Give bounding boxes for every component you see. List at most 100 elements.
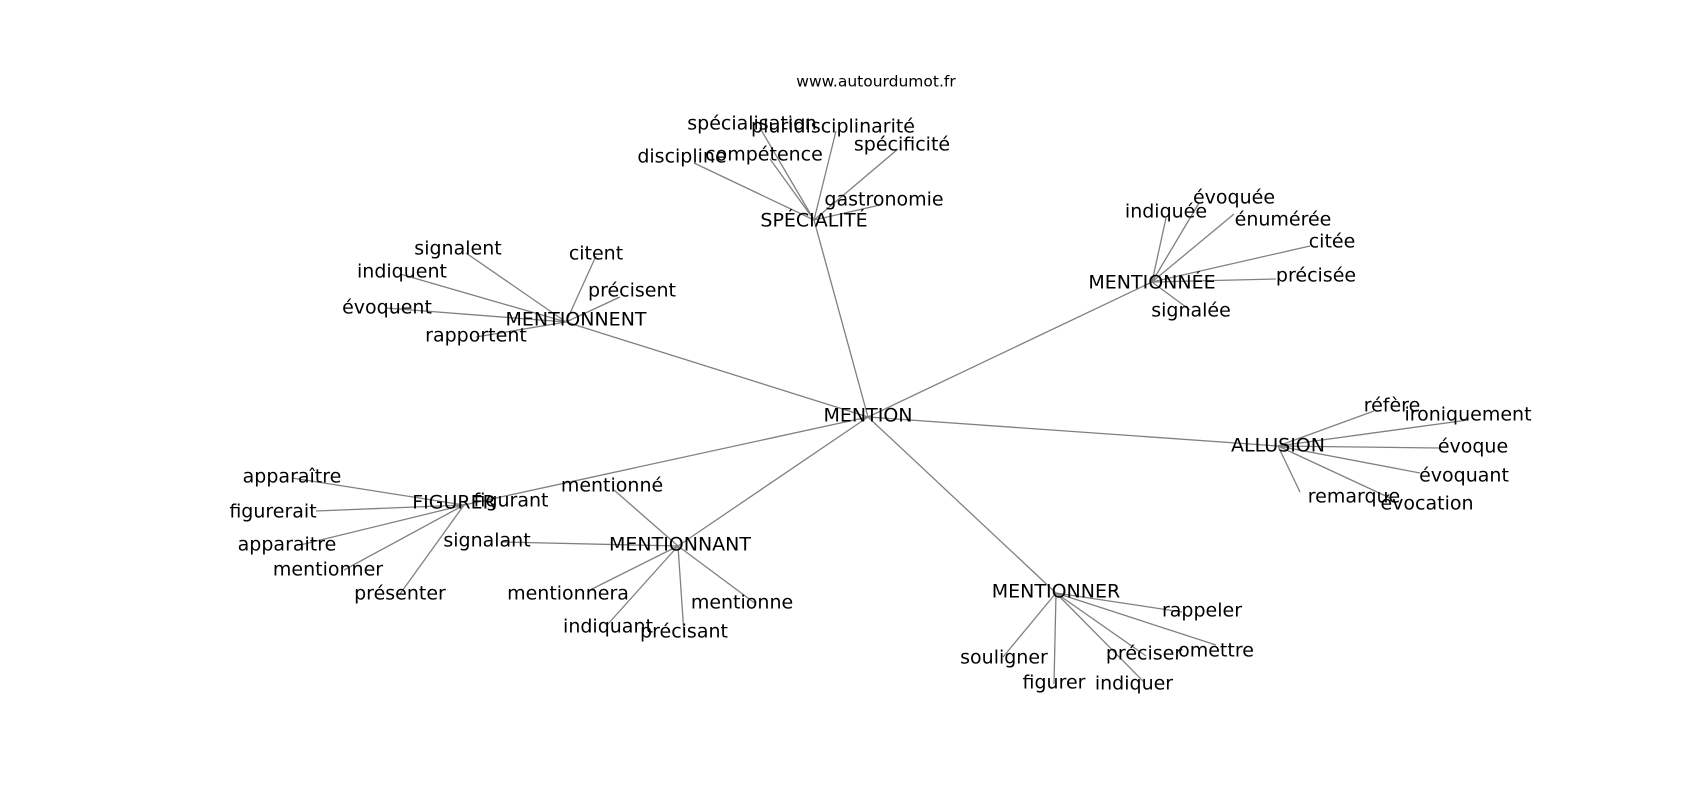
leaf-node-signalant: signalant xyxy=(443,530,530,552)
leaf-node-preciser: préciser xyxy=(1106,643,1182,665)
edge-mentionner-to-omettre xyxy=(1055,592,1217,646)
edge-allusion-to-ironiquement xyxy=(1277,419,1469,447)
edge-allusion-to-refere xyxy=(1277,410,1375,447)
hub-node-allusion: ALLUSION xyxy=(1231,435,1325,457)
leaf-node-specificite: spécificité xyxy=(854,134,950,156)
leaf-node-omettre: omettre xyxy=(1178,640,1254,662)
edge-figurer-to-mentionner xyxy=(343,504,465,571)
edge-mentionnent-to-precisent xyxy=(565,296,621,323)
leaf-node-rapportent: rapportent xyxy=(425,325,527,347)
leaf-node-enumeree: énumérée xyxy=(1235,209,1332,231)
leaf-node-rappeler: rappeler xyxy=(1162,600,1242,622)
leaf-node-evoquant: évoquant xyxy=(1419,465,1509,487)
edge-specialite-to-specificite xyxy=(813,148,899,221)
edge-mentionner-to-preciser xyxy=(1055,592,1147,657)
leaf-node-ironiquement: ironiquement xyxy=(1404,404,1531,426)
hub-node-mentionnent: MENTIONNENT xyxy=(505,309,646,331)
edge-allusion-to-evocation xyxy=(1277,445,1391,499)
edge-mentionnee-to-precisee xyxy=(1151,278,1277,283)
leaf-node-figurerait: figurerait xyxy=(229,501,316,523)
edge-specialite-to-specialisation xyxy=(759,127,815,221)
leaf-node-precisee: précisée xyxy=(1276,265,1356,287)
edge-figurer-to-figurant xyxy=(463,502,467,506)
leaf-node-signalee: signalée xyxy=(1151,300,1231,322)
edge-specialite-to-competence xyxy=(769,158,815,221)
leaf-node-apparaitre: apparaître xyxy=(243,466,342,488)
leaf-node-citent: citent xyxy=(569,243,623,265)
hub-node-mentionnee: MENTIONNÉE xyxy=(1088,271,1215,294)
edge-mentionnent-to-citent xyxy=(565,255,597,323)
leaf-node-indiquant: indiquant xyxy=(563,616,653,638)
edge-center-to-figurer xyxy=(463,416,869,506)
edge-mentionnant-to-indiquant xyxy=(607,545,679,625)
graph-nodes: MENTION SPÉCIALITÉ spécialisationpluridisc… xyxy=(229,113,1531,695)
edge-allusion-to-remarque xyxy=(1277,445,1301,493)
leaf-node-evoquent: évoquent xyxy=(342,297,432,319)
edge-center-to-mentionnent xyxy=(565,321,869,418)
edge-mentionnee-to-signalee xyxy=(1151,281,1191,311)
edge-mentionner-to-indiquer xyxy=(1055,592,1145,683)
edge-mentionner-to-figurer xyxy=(1053,592,1057,685)
leaf-node-competence: compétence xyxy=(705,144,823,166)
edge-specialite-to-discipline xyxy=(693,162,815,221)
edge-center-to-mentionnant xyxy=(677,416,869,547)
hub-node-specialite: SPÉCIALITÉ xyxy=(760,209,867,232)
edge-mentionnant-to-signalant xyxy=(501,541,679,547)
leaf-node-evoque: évoque xyxy=(1438,436,1508,458)
leaf-node-mentionne: mentionne xyxy=(691,592,793,614)
edge-mentionnant-to-mentionne xyxy=(677,545,757,605)
hub-node-figurer: FIGURER xyxy=(412,492,496,514)
leaf-node-citee: citée xyxy=(1309,231,1356,253)
leaf-node-evoquee: évoquée xyxy=(1193,187,1275,209)
edge-figurer-to-figurerait xyxy=(315,504,465,512)
edge-specialite-to-gastronomie xyxy=(813,204,881,221)
edge-mentionnee-to-enumeree xyxy=(1151,213,1235,283)
leaf-node-mentionne: mentionné xyxy=(561,475,663,497)
leaf-node-specialisation: spécialisation xyxy=(687,113,817,135)
leaf-node-evocation: évocation xyxy=(1380,493,1473,515)
graph-edges xyxy=(291,127,1469,685)
edge-mentionnee-to-indiquee xyxy=(1151,217,1167,283)
edge-mentionnent-to-evoquent xyxy=(385,307,567,323)
edge-center-to-mentionnee xyxy=(867,281,1153,418)
leaf-node-indiquent: indiquent xyxy=(357,261,447,283)
leaf-node-souligner: souligner xyxy=(960,647,1048,669)
leaf-node-mentionnera: mentionnera xyxy=(507,583,629,605)
edge-allusion-to-evoquant xyxy=(1277,445,1421,474)
leaf-node-figurant: figurant xyxy=(473,490,548,512)
edge-mentionnee-to-evoquee xyxy=(1151,202,1200,283)
edge-allusion-to-evoque xyxy=(1277,445,1441,449)
leaf-node-signalent: signalent xyxy=(414,238,501,260)
edge-mentionnent-to-signalent xyxy=(465,252,567,323)
leaf-node-discipline: discipline xyxy=(637,146,726,168)
leaf-node-pluridisciplinarite: pluridisciplinarité xyxy=(751,116,915,138)
leaf-node-refere: réfère xyxy=(1364,395,1421,417)
center-node-label: MENTION xyxy=(824,405,913,427)
edge-figurer-to-presenter xyxy=(399,504,465,595)
edge-mentionnant-to-mentionne xyxy=(613,489,679,547)
edge-figurer-to-apparaitre xyxy=(299,504,465,546)
leaf-node-indiquer: indiquer xyxy=(1095,673,1173,695)
leaf-node-figurer: figurer xyxy=(1023,672,1086,694)
edge-mentionnent-to-indiquent xyxy=(399,273,567,323)
leaf-node-mentionner: mentionner xyxy=(273,559,383,581)
leaf-node-presenter: présenter xyxy=(354,583,446,605)
leaf-node-precisent: précisent xyxy=(588,280,676,302)
leaf-node-remarque: remarque xyxy=(1308,486,1401,508)
edge-mentionnent-to-rapportent xyxy=(475,321,567,338)
edge-mentionner-to-souligner xyxy=(1002,592,1057,658)
leaf-node-apparaitre: apparaitre xyxy=(238,534,337,556)
leaf-node-indiquee: indiquée xyxy=(1125,201,1207,223)
leaf-node-precisant: précisant xyxy=(640,621,728,643)
edge-mentionner-to-rappeler xyxy=(1055,592,1183,613)
hub-node-mentionner: MENTIONNER xyxy=(992,581,1120,603)
edge-mentionnant-to-precisant xyxy=(677,545,685,635)
edge-center-to-allusion xyxy=(867,416,1279,447)
edge-figurer-to-apparaitre xyxy=(291,477,465,506)
source-credit: www.autourdumot.fr xyxy=(796,73,956,91)
edge-specialite-to-pluridisciplinarite xyxy=(813,130,837,221)
edge-mentionnant-to-mentionnera xyxy=(587,545,679,592)
edge-center-to-specialite xyxy=(813,219,869,418)
hub-node-mentionnant: MENTIONNANT xyxy=(609,534,751,556)
